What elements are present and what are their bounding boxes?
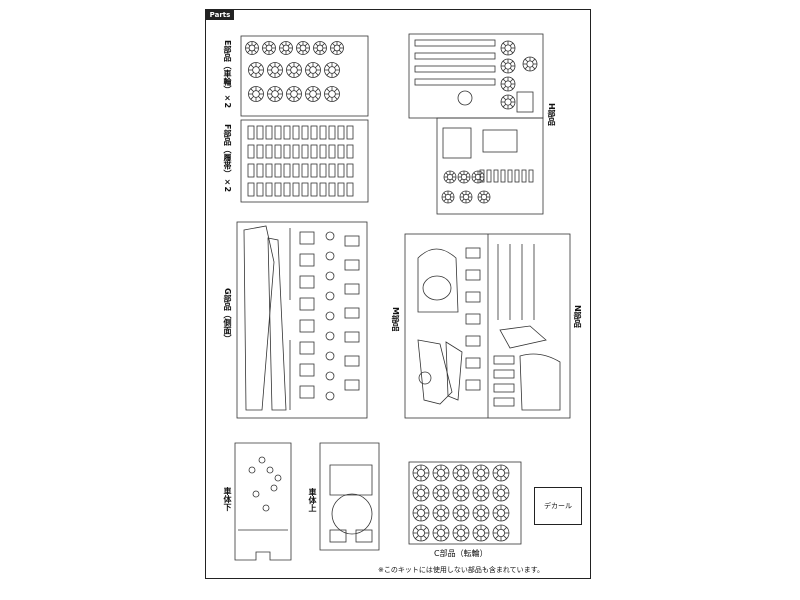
track-link bbox=[301, 144, 309, 159]
track-link bbox=[310, 125, 318, 140]
track-link bbox=[301, 125, 309, 140]
label-n-parts: N部品 bbox=[573, 305, 582, 328]
track-link bbox=[274, 125, 282, 140]
label-e-parts: E部品（車輪）×2 bbox=[223, 40, 232, 109]
track-link bbox=[328, 182, 336, 197]
track-link bbox=[310, 144, 318, 159]
hull-hole bbox=[266, 466, 274, 474]
hull-hole bbox=[274, 474, 282, 482]
parts-sheet-frame bbox=[205, 9, 591, 579]
track-link bbox=[319, 144, 327, 159]
hull-part bbox=[519, 353, 561, 411]
decal-label: デカール bbox=[544, 502, 572, 510]
track-link bbox=[265, 144, 273, 159]
hull-hole bbox=[248, 466, 256, 474]
track-link bbox=[247, 163, 255, 178]
label-upper-hull: 車体上 bbox=[308, 488, 317, 512]
track-link bbox=[346, 144, 354, 159]
track-link bbox=[319, 125, 327, 140]
label-m-parts: M部品 bbox=[391, 307, 400, 331]
track-link bbox=[283, 144, 291, 159]
track-link bbox=[319, 163, 327, 178]
lower-hull bbox=[234, 442, 292, 561]
track-link bbox=[337, 144, 345, 159]
track-link bbox=[310, 163, 318, 178]
h-rail bbox=[414, 39, 496, 47]
track-link bbox=[265, 182, 273, 197]
sprue-c bbox=[408, 461, 522, 545]
track-link bbox=[265, 163, 273, 178]
track-link bbox=[292, 163, 300, 178]
hull-hole bbox=[262, 504, 270, 512]
track-link bbox=[256, 163, 264, 178]
track-link bbox=[247, 125, 255, 140]
label-c-parts: C部品（転輪） bbox=[434, 549, 488, 558]
upper-hull bbox=[319, 442, 380, 551]
track-link bbox=[337, 182, 345, 197]
track-link bbox=[310, 182, 318, 197]
turret-part bbox=[417, 248, 459, 313]
h-rail bbox=[414, 78, 496, 86]
hull-hole bbox=[270, 484, 278, 492]
track-link bbox=[247, 144, 255, 159]
track-link bbox=[283, 125, 291, 140]
track-link bbox=[256, 144, 264, 159]
track-link bbox=[337, 163, 345, 178]
side-panel bbox=[243, 225, 275, 411]
label-f-parts: F部品（履帯）×2 bbox=[223, 124, 232, 193]
hull-hole bbox=[252, 490, 260, 498]
sprue-e bbox=[240, 35, 369, 117]
track-link bbox=[274, 144, 282, 159]
h-rail bbox=[414, 52, 496, 60]
decal-box: デカール bbox=[534, 487, 582, 525]
sprue-mn bbox=[404, 233, 571, 419]
track-link bbox=[292, 182, 300, 197]
track-link bbox=[265, 125, 273, 140]
track-link bbox=[283, 163, 291, 178]
track-link bbox=[283, 182, 291, 197]
track-link bbox=[346, 182, 354, 197]
track-link bbox=[337, 125, 345, 140]
footnote: ※このキットには使用しない部品も含まれています。 bbox=[378, 566, 544, 574]
track-link bbox=[292, 144, 300, 159]
track-link bbox=[247, 182, 255, 197]
track-link bbox=[301, 182, 309, 197]
track-link bbox=[274, 163, 282, 178]
hull-hole bbox=[258, 456, 266, 464]
sprue-f bbox=[240, 119, 369, 203]
sprue-g bbox=[236, 221, 368, 419]
sprue-h bbox=[408, 33, 544, 215]
track-link bbox=[274, 182, 282, 197]
track-link bbox=[328, 163, 336, 178]
track-link bbox=[256, 182, 264, 197]
track-link bbox=[301, 163, 309, 178]
track-link bbox=[346, 163, 354, 178]
track-link bbox=[319, 182, 327, 197]
track-link bbox=[328, 125, 336, 140]
h-rail bbox=[414, 65, 496, 73]
label-g-parts: G部品（側面） bbox=[223, 288, 232, 343]
track-link bbox=[292, 125, 300, 140]
track-link bbox=[328, 144, 336, 159]
parts-tag: Parts bbox=[206, 10, 234, 20]
label-h-parts: H部品 bbox=[547, 103, 556, 126]
label-lower-hull: 車体下 bbox=[223, 487, 232, 511]
track-link bbox=[256, 125, 264, 140]
track-link bbox=[346, 125, 354, 140]
